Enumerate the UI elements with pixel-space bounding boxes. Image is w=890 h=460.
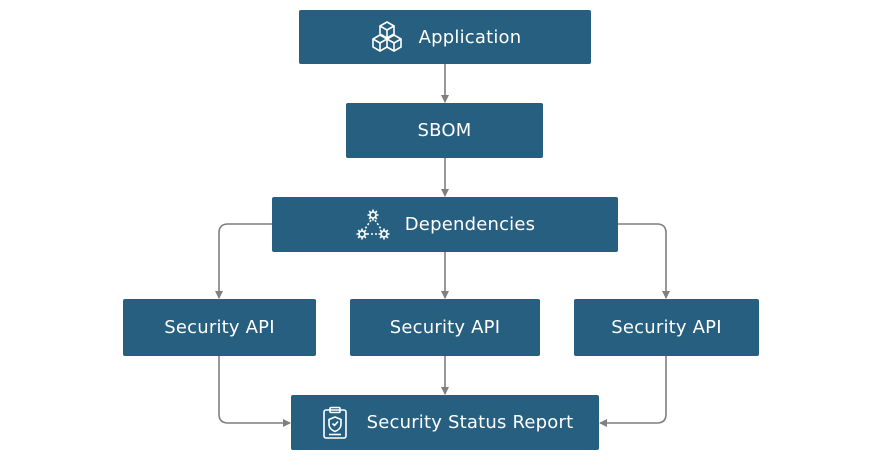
security-status-report-node: Security Status Report xyxy=(291,395,599,450)
security-api-label: Security API xyxy=(389,317,501,338)
cubes-icon xyxy=(369,19,405,55)
connector-security-api-3-to-security-status-report xyxy=(599,356,667,427)
sbom-node: SBOM xyxy=(346,103,543,158)
security-api-label: Security API xyxy=(164,317,275,338)
clipboard-shield-icon xyxy=(317,405,353,441)
connector-dependencies-to-security-api-1 xyxy=(215,223,272,299)
security-api-node-center: Security API xyxy=(350,299,540,356)
sbom-label: SBOM xyxy=(417,120,472,141)
application-node: Application xyxy=(299,10,591,64)
application-label: Application xyxy=(418,26,522,48)
connector-dependencies-to-security-api-3 xyxy=(618,223,670,299)
gears-network-icon xyxy=(355,207,391,243)
connector-security-api-1-to-security-status-report xyxy=(218,356,291,427)
dependencies-node: Dependencies xyxy=(272,197,618,252)
security-api-label: Security API xyxy=(611,317,722,338)
security-status-report-label: Security Status Report xyxy=(366,412,574,433)
dependencies-label: Dependencies xyxy=(404,214,536,235)
security-api-node-right: Security API xyxy=(574,299,759,356)
security-api-node-left: Security API xyxy=(123,299,316,356)
